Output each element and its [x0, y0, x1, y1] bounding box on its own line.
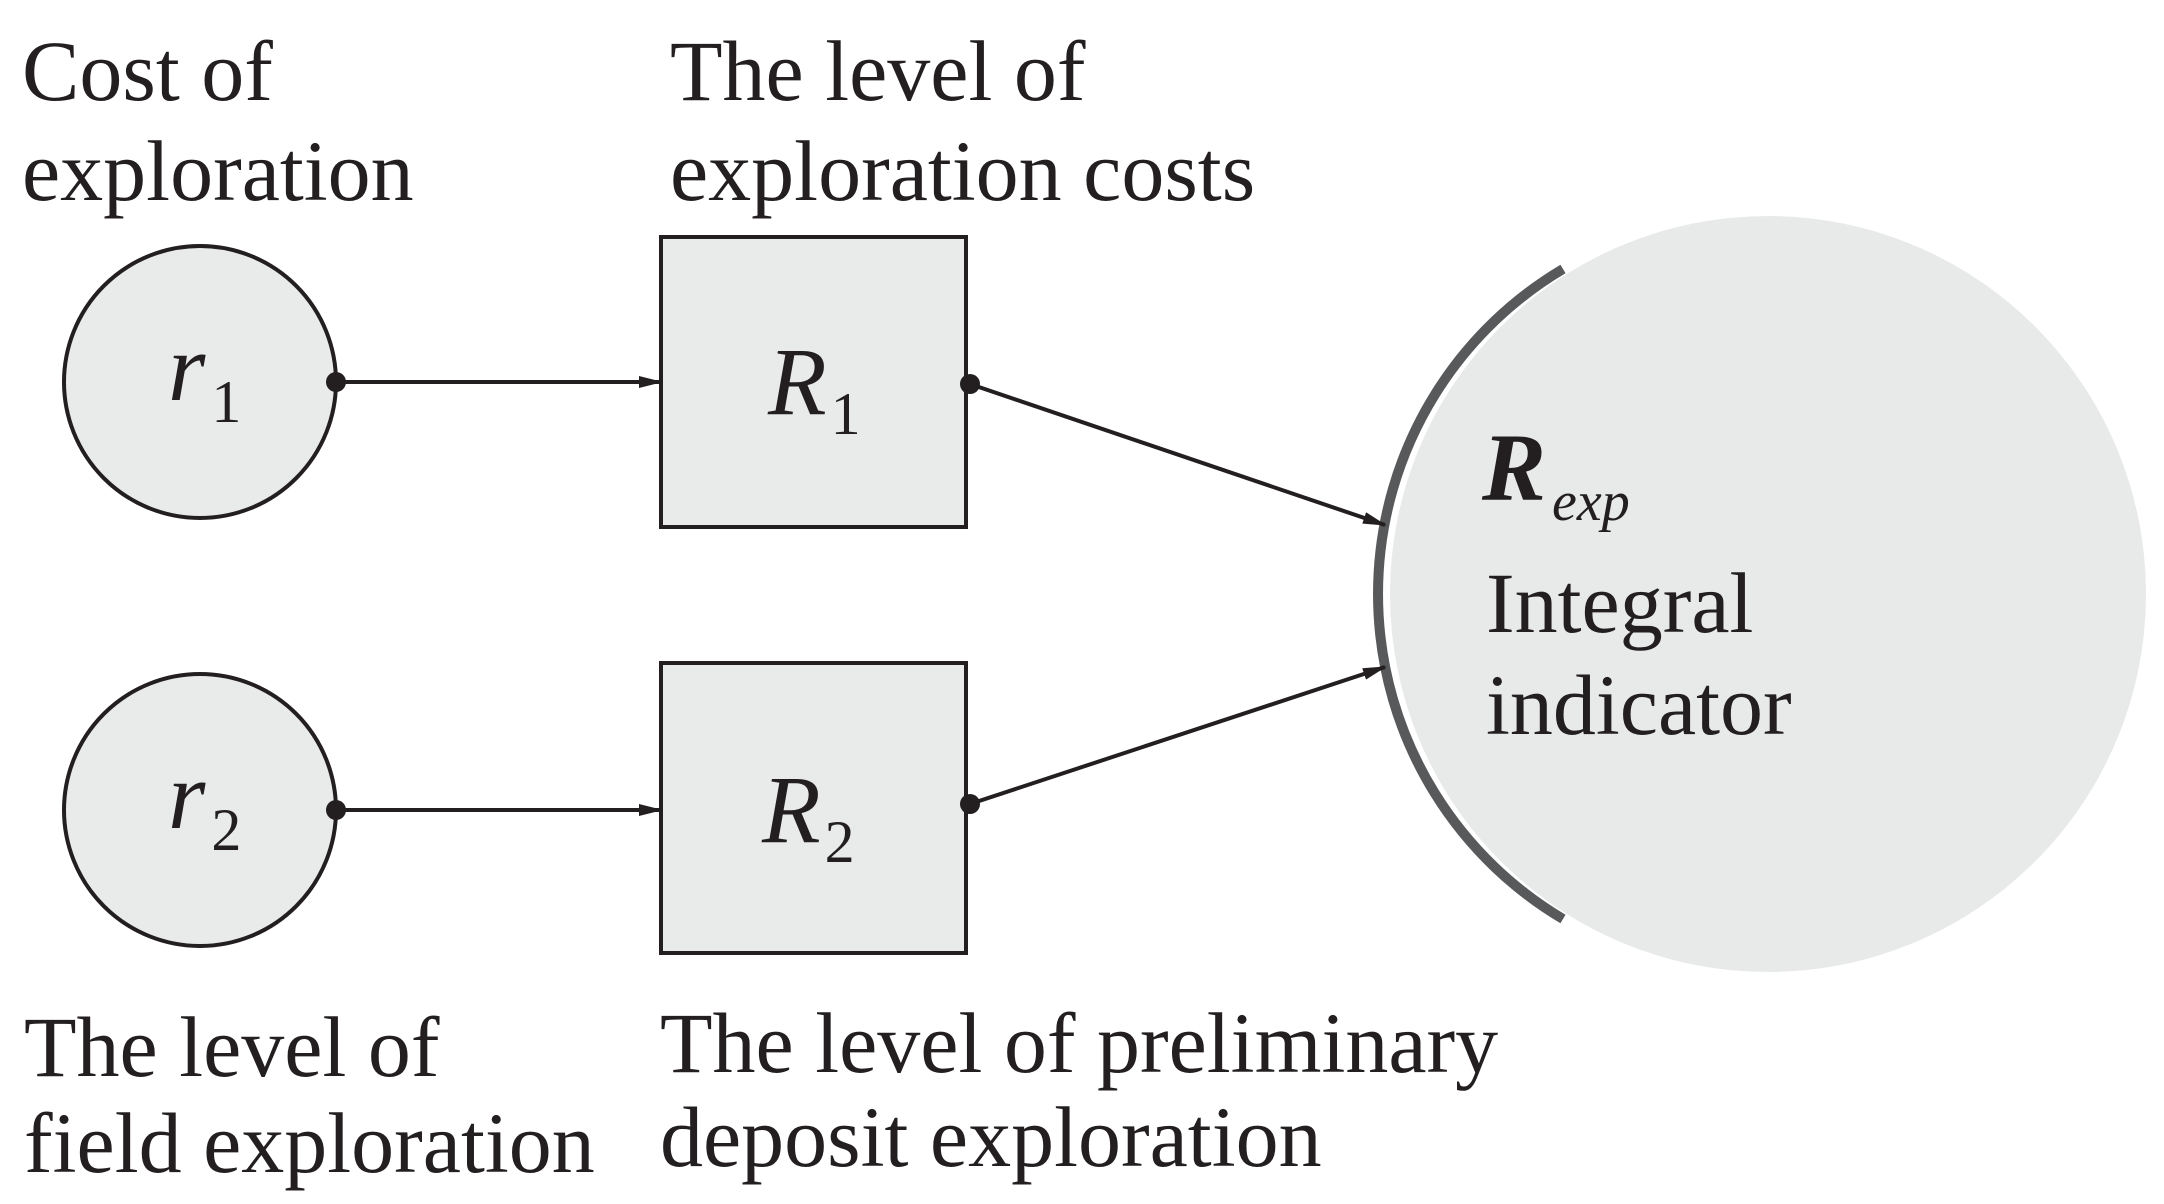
R2-symbol-subscript: 2	[825, 809, 855, 875]
r2-caption-line-2: field exploration	[24, 1095, 595, 1191]
R2-caption: The level of preliminary deposit explora…	[660, 995, 1520, 1185]
R1-symbol-main: R	[767, 328, 827, 435]
R2-caption-line-2: deposit exploration	[660, 1089, 1322, 1185]
edge-origin-dot-R2	[960, 794, 980, 814]
r1-caption-line-1: Cost of	[22, 23, 273, 119]
edge-R2-Rexp	[969, 665, 1387, 806]
R2-symbol: R2	[761, 756, 855, 875]
r2-symbol-subscript: 2	[211, 797, 241, 863]
edge-origin-dot-r2	[326, 800, 346, 820]
R1-symbol: R1	[767, 328, 861, 447]
r1-symbol-main: r	[168, 314, 206, 421]
rexp-symbol-main: R	[1481, 414, 1546, 521]
rexp-description-line-1: Integral	[1486, 555, 1753, 651]
R1-symbol-subscript: 1	[831, 381, 861, 447]
rexp-node	[1390, 216, 2146, 972]
r1-caption: Cost of exploration	[22, 23, 414, 219]
edge-origin-dot-R1	[960, 374, 980, 394]
R2-node	[659, 661, 968, 955]
R1-caption: The level of exploration costs	[670, 23, 1255, 219]
r2-caption: The level of field exploration	[24, 999, 595, 1191]
r1-caption-line-2: exploration	[22, 123, 414, 219]
rexp-description-line-2: indicator	[1486, 657, 1792, 753]
r1-symbol-subscript: 1	[211, 369, 241, 435]
rexp-node-arc	[1373, 264, 1566, 924]
R1-caption-line-2: exploration costs	[670, 123, 1255, 219]
rexp-symbol-subscript: exp	[1552, 471, 1630, 533]
R2-symbol-main: R	[761, 756, 821, 863]
R1-node	[659, 235, 968, 529]
rexp-description: Integral indicator	[1486, 555, 1792, 753]
r2-symbol-main: r	[168, 742, 206, 849]
edge-R1-Rexp	[969, 382, 1387, 527]
R2-caption-line-1: The level of preliminary	[660, 995, 1498, 1091]
r2-caption-line-1: The level of	[24, 999, 440, 1095]
edge-origin-dot-r1	[326, 372, 346, 392]
R1-caption-line-1: The level of	[670, 23, 1086, 119]
